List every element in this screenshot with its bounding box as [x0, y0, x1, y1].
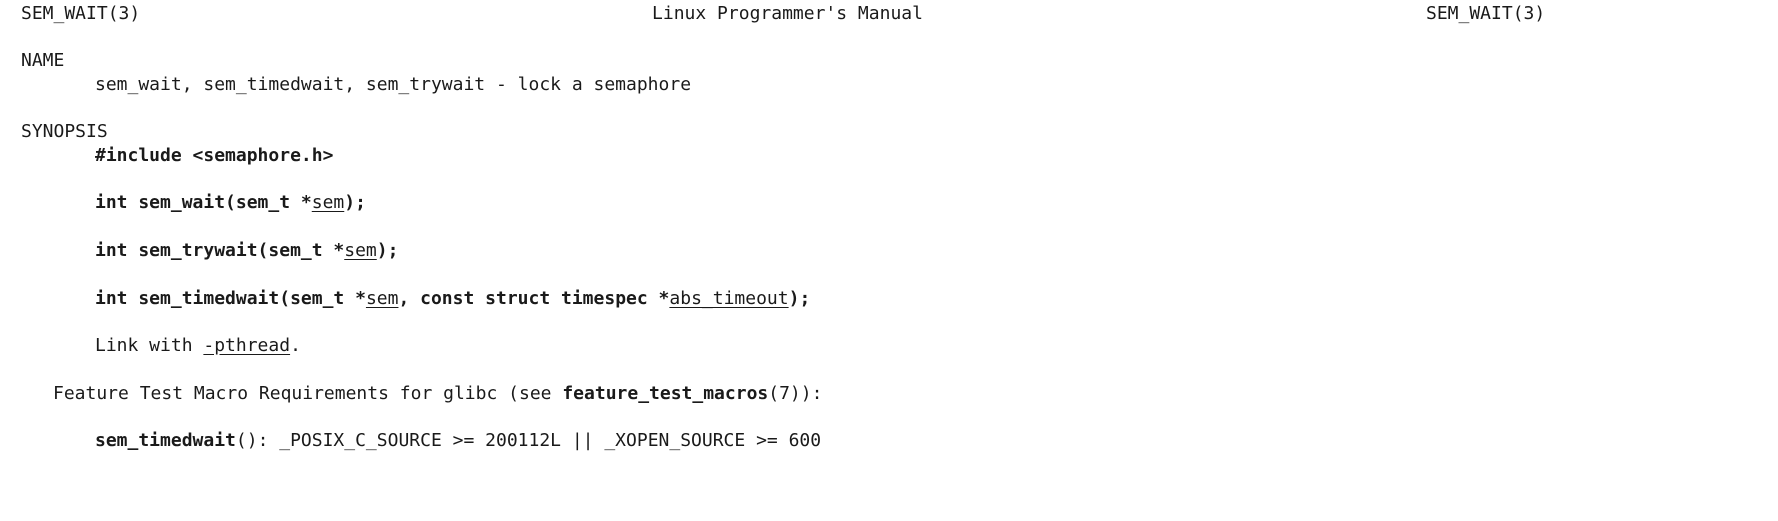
sem-timedwait-prototype: int sem_timedwait(sem_t *sem, const stru…	[95, 287, 810, 311]
requirement-macros: (): _POSIX_C_SOURCE >= 200112L || _XOPEN…	[235, 430, 822, 451]
sem-wait-close: );	[344, 192, 366, 213]
name-description: sem_wait, sem_timedwait, sem_trywait - l…	[95, 74, 692, 95]
sem-trywait-close: );	[376, 240, 399, 261]
header-right-title: SEM_WAIT(3)	[1426, 3, 1546, 24]
header-manual-title: Linux Programmer's Manual	[652, 3, 923, 24]
feature-test-requirement: sem_timedwait(): _POSIX_C_SOURCE >= 2001…	[95, 429, 821, 453]
feature-test-suffix: (7)):	[768, 383, 823, 404]
link-suffix: .	[290, 335, 301, 356]
sem-timedwait-mid: , const struct timespec *	[398, 288, 670, 309]
sem-timedwait-arg-sem: sem	[365, 288, 399, 309]
sem-wait-signature: int sem_wait(sem_t *	[95, 192, 312, 213]
sem-timedwait-signature: int sem_timedwait(sem_t *	[95, 288, 366, 309]
sem-timedwait-close: );	[788, 288, 811, 309]
feature-test-heading: Feature Test Macro Requirements for glib…	[53, 382, 822, 406]
sem-trywait-signature: int sem_trywait(sem_t *	[95, 240, 345, 261]
sem-wait-arg: sem	[311, 192, 345, 213]
requirement-function: sem_timedwait	[95, 430, 236, 451]
feature-test-prefix: Feature Test Macro Requirements for glib…	[53, 383, 563, 404]
feature-test-macros-ref: feature_test_macros	[562, 383, 769, 404]
section-heading-name: NAME	[21, 50, 65, 71]
sem-wait-prototype: int sem_wait(sem_t *sem);	[95, 191, 366, 215]
header-left-title: SEM_WAIT(3)	[21, 3, 141, 24]
link-flag: -pthread	[203, 335, 291, 356]
sem-trywait-arg: sem	[344, 240, 377, 261]
link-prefix: Link with	[95, 335, 204, 356]
section-heading-synopsis: SYNOPSIS	[21, 121, 108, 142]
include-directive: #include <semaphore.h>	[95, 145, 334, 166]
link-line: Link with -pthread.	[95, 334, 301, 358]
sem-timedwait-arg-timeout: abs_timeout	[669, 288, 789, 309]
sem-trywait-prototype: int sem_trywait(sem_t *sem);	[95, 239, 398, 263]
